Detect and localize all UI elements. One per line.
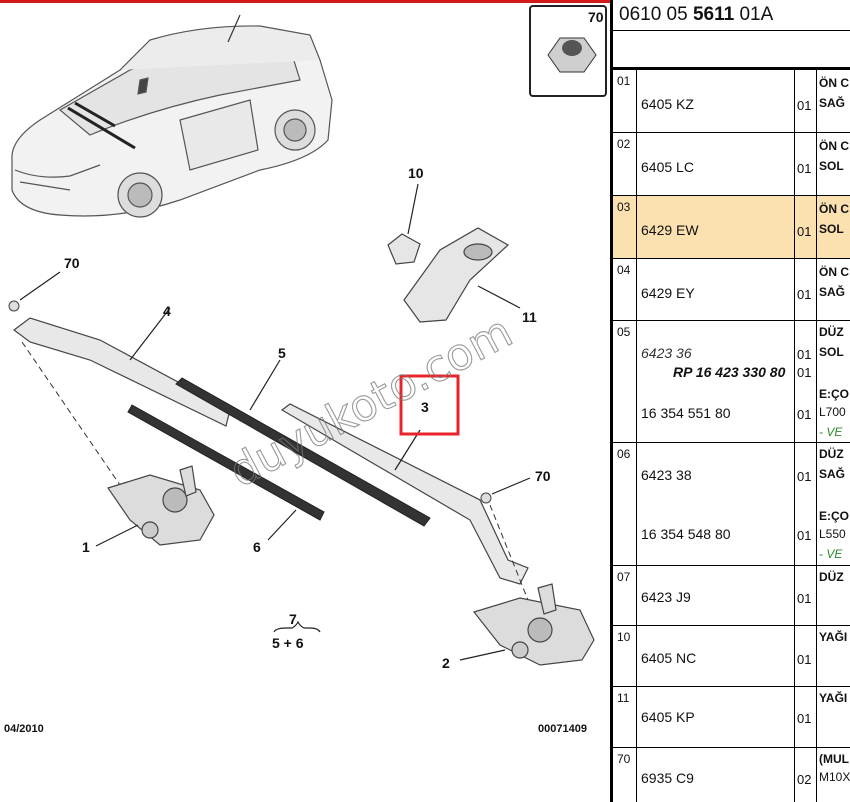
callout-5: 5 (278, 345, 286, 361)
wiper-motor-2 (472, 583, 595, 666)
part-10-11 (387, 227, 510, 323)
part-ref-replacement[interactable]: RP 16 423 330 80 (673, 364, 786, 380)
callout-6: 6 (253, 539, 261, 555)
table-row[interactable]: 10 6405 NC 01 YAĞI (613, 626, 850, 687)
callout-70-right: 70 (535, 468, 551, 484)
part-ref[interactable]: 6405 KZ (641, 96, 694, 112)
top-red-line (0, 0, 610, 3)
nut-icon: 70 (529, 5, 607, 97)
part-ref[interactable]: 6405 NC (641, 650, 697, 666)
diagram-date: 04/2010 (4, 723, 44, 735)
wiper-arm-4 (13, 317, 231, 427)
table-subheader (613, 30, 850, 70)
watermark: duyukoto.com (221, 306, 520, 497)
part-ref[interactable]: 6429 EY (641, 285, 695, 301)
parts-diagram: 70 10 11 70 4 5 6 3 70 1 (4, 5, 607, 735)
diagram-code: 00071409 (538, 723, 587, 735)
wiper-motor-1 (107, 465, 215, 546)
wiper-blade-6 (127, 404, 325, 521)
wiper-arm-3 (280, 403, 529, 585)
highlight-box-3 (399, 374, 460, 436)
callout-1: 1 (82, 539, 90, 555)
catalog-header: 0610 05 5611 01A (619, 4, 774, 25)
table-row[interactable]: 11 6405 KP 01 YAĞI (613, 687, 850, 748)
part-ref[interactable]: 6405 LC (641, 159, 694, 175)
table-row[interactable]: 05 6423 36 RP 16 423 330 80 16 354 551 8… (613, 321, 850, 443)
car-illustration (11, 14, 333, 218)
callout-2: 2 (442, 655, 450, 671)
callout-7-sum: 5 + 6 (272, 635, 304, 651)
part-ref[interactable]: 6429 EW (641, 222, 699, 238)
part-ref[interactable]: 16 354 551 80 (641, 405, 731, 421)
callout-7: 7 (289, 611, 297, 627)
wiper-blade-5 (175, 377, 431, 527)
part-ref[interactable]: 16 354 548 80 (641, 526, 731, 542)
part-ref[interactable]: 6423 J9 (641, 589, 691, 605)
callout-11: 11 (522, 309, 537, 325)
part-ref[interactable]: 6405 KP (641, 709, 695, 725)
callout-10: 10 (408, 165, 424, 181)
table-row[interactable]: 07 6423 J9 01 DÜZ (613, 566, 850, 626)
part-ref[interactable]: 6423 38 (641, 467, 692, 483)
part-ref-old[interactable]: 6423 36 (641, 345, 692, 361)
callout-3: 3 (421, 399, 429, 415)
callout-70-top: 70 (588, 9, 604, 25)
callout-70-left: 70 (64, 255, 80, 271)
part-ref[interactable]: 6935 C9 (641, 770, 694, 786)
table-row[interactable]: 06 6423 38 16 354 548 80 01 01 DÜZ SAĞ E… (613, 443, 850, 566)
callout-4: 4 (163, 303, 171, 319)
